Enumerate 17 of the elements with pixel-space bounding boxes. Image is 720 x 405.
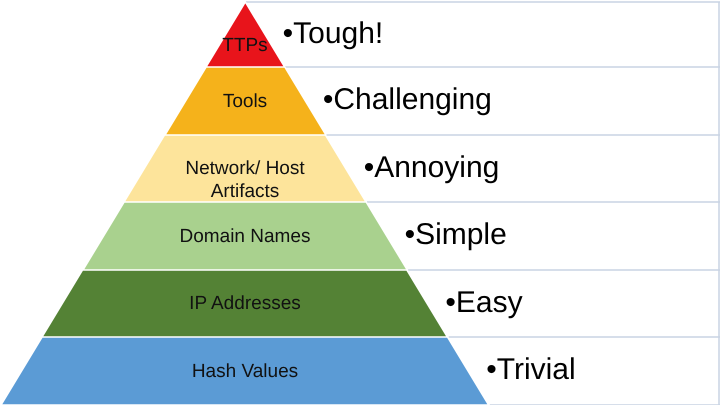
- pyramid-level: [82, 202, 408, 270]
- level-label: Domain Names: [178, 224, 312, 248]
- difficulty-label: •Challenging: [322, 83, 492, 117]
- difficulty-label: •Simple: [404, 218, 507, 252]
- difficulty-label: •Annoying: [364, 150, 500, 184]
- difficulty-label: •Tough!: [282, 16, 384, 50]
- difficulty-label: •Trivial: [486, 353, 576, 387]
- level-label: Tools: [222, 90, 268, 112]
- difficulty-label: •Easy: [445, 286, 523, 320]
- level-label: IP Addresses: [188, 292, 302, 315]
- level-label: Network/ Host Artifacts: [184, 157, 306, 203]
- pyramid-level: [42, 270, 448, 337]
- level-label: TTPs: [221, 34, 269, 58]
- pyramid-level: [164, 67, 326, 135]
- pyramid-level: [124, 135, 366, 202]
- level-label: Hash Values: [190, 360, 300, 382]
- pyramid-level: [1, 337, 489, 405]
